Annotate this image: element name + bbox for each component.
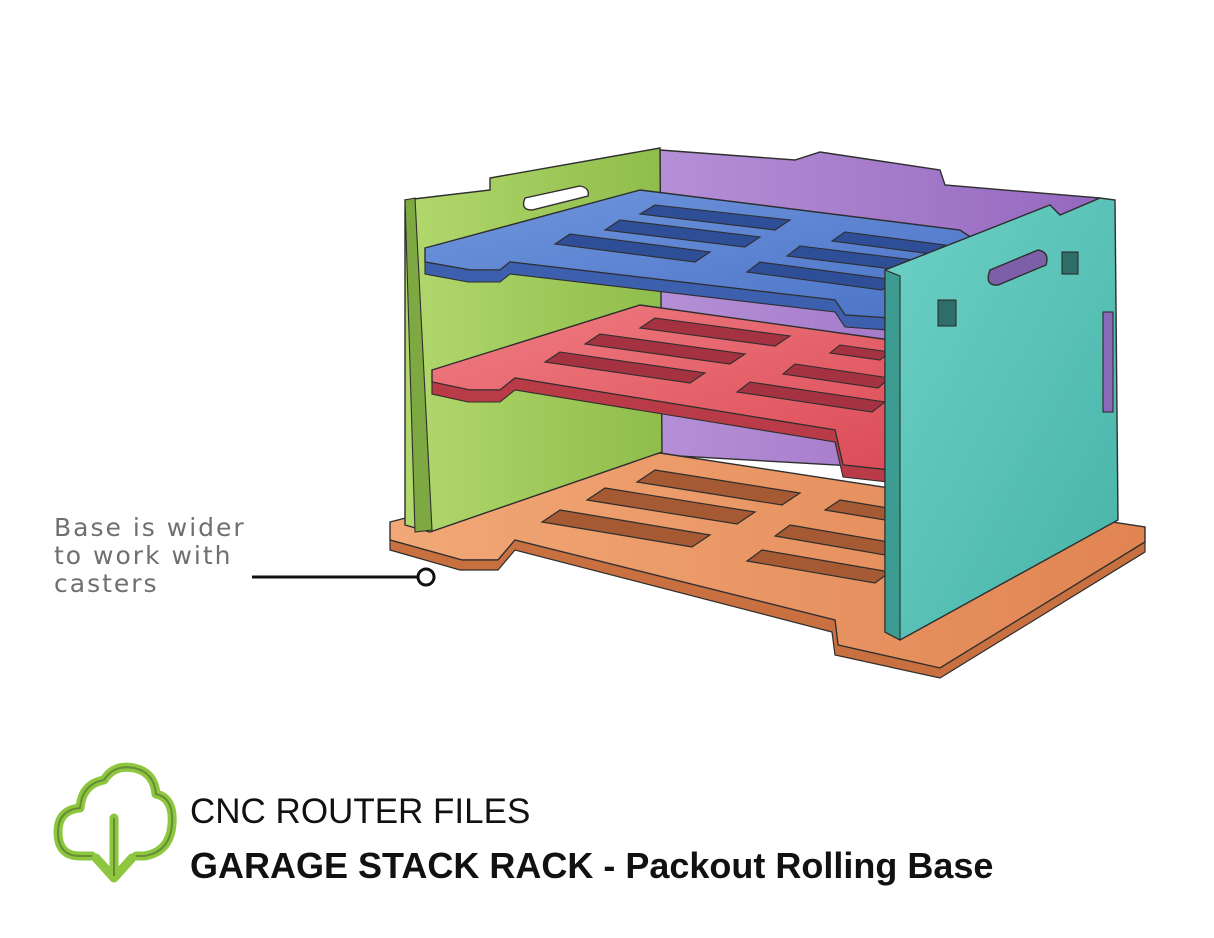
page-subtitle: CNC ROUTER FILES	[190, 792, 531, 831]
right-handle-icon	[987, 249, 1048, 286]
annotation-text: Base is wider to work with casters	[54, 514, 246, 598]
right-panel-tabs	[937, 251, 1114, 413]
left-handle-icon	[522, 185, 590, 211]
top-shelf-slots	[553, 204, 947, 291]
cloud-download-icon	[53, 762, 177, 883]
page-title: GARAGE STACK RACK - Packout Rolling Base	[190, 845, 994, 886]
annotation-line-1: Base is wider	[54, 513, 246, 542]
annotation-line-2: to work with	[54, 541, 233, 570]
middle-shelf-slots	[543, 317, 892, 413]
left-side-edge	[404, 197, 433, 533]
annotation-line-3: casters	[54, 569, 159, 598]
annotation-pointer-dot	[416, 567, 436, 587]
base-panel-edge	[389, 539, 1146, 679]
right-side-edge	[884, 269, 901, 641]
